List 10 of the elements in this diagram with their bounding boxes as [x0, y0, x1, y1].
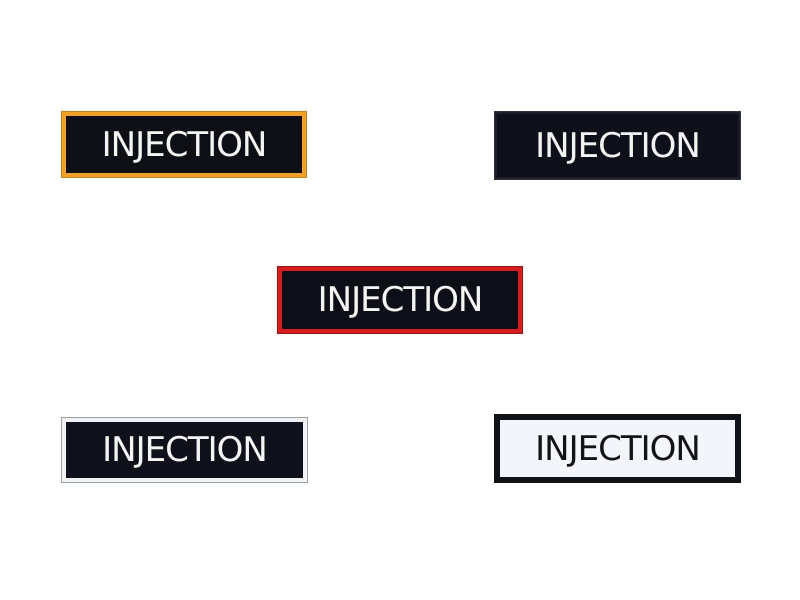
- embroidered-patch: [62, 418, 307, 482]
- patch-text: INJECTION: [535, 428, 700, 468]
- patch-text: INJECTION: [318, 280, 482, 320]
- patch-text: INJECTION: [535, 126, 700, 166]
- patch-text: INJECTION: [102, 430, 267, 470]
- embroidered-patch: [495, 112, 740, 179]
- patch-text: INJECTION: [102, 124, 266, 164]
- embroidered-patch: [495, 415, 740, 482]
- embroidered-patch: [62, 112, 306, 177]
- embroidered-patch: [278, 267, 522, 333]
